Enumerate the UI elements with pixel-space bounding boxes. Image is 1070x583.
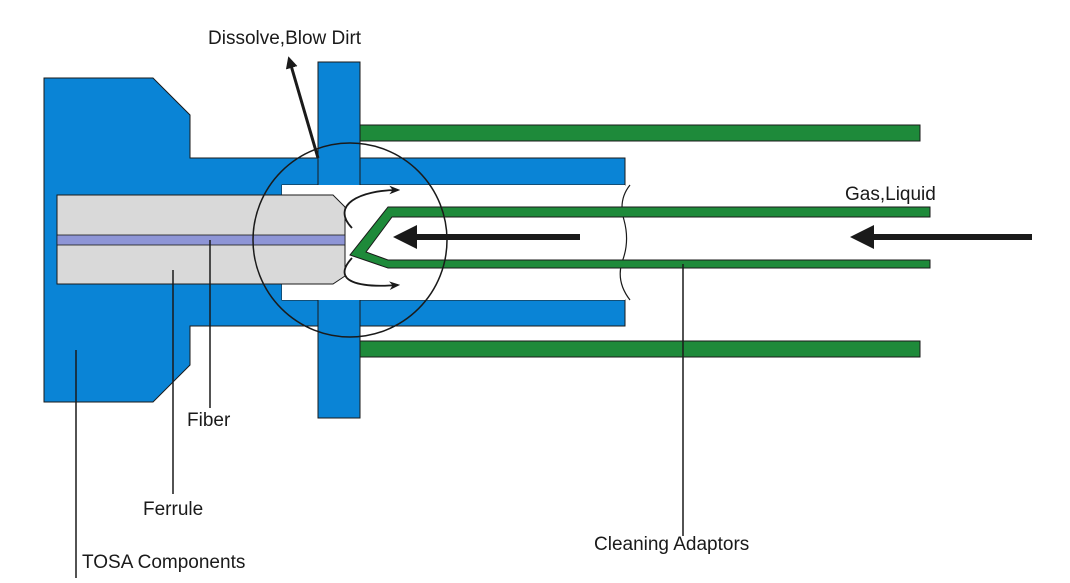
label-dissolve: Dissolve,Blow Dirt [208, 28, 362, 49]
deflect-arrow-top [343, 185, 401, 229]
dissolve-arrow [285, 56, 320, 159]
deflect-arrow-bottom [343, 257, 401, 290]
adaptor-outer-bottom [359, 340, 921, 358]
label-ferrule: Ferrule [143, 499, 203, 520]
label-cleaning: Cleaning Adaptors [594, 534, 749, 555]
adaptor-nozzle [349, 206, 931, 269]
label-gas-liquid: Gas,Liquid [845, 184, 936, 205]
fiber [56, 234, 346, 246]
bore-end-mark [619, 184, 631, 301]
label-tosa: TOSA Components [82, 552, 245, 573]
adaptor-outer-top [359, 124, 921, 142]
label-fiber: Fiber [187, 410, 231, 431]
